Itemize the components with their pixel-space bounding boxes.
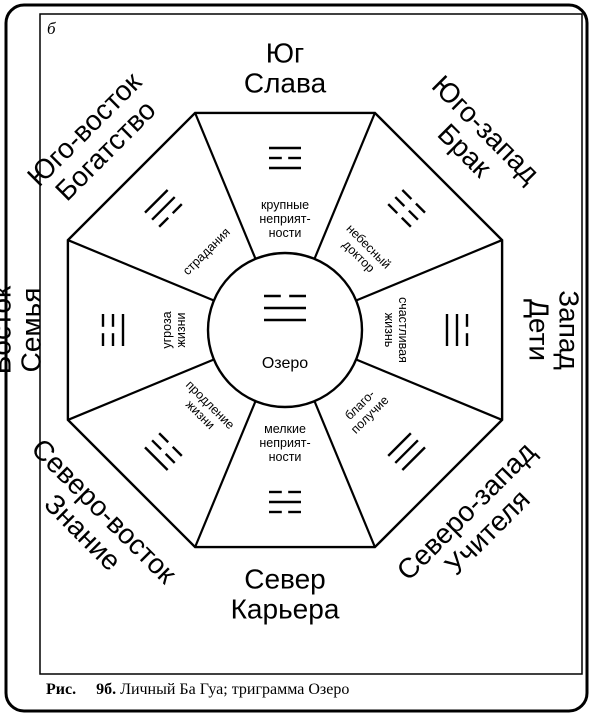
direction-label-south-line: Слава: [244, 68, 327, 99]
trigram-southwest: [387, 189, 426, 228]
caption-prefix: Рис.: [46, 681, 77, 698]
trigram-line-solid: [401, 446, 426, 471]
meaning-label-east: угрозажизни: [160, 311, 188, 348]
caption-text: Личный Ба Гуа; триграмма Озеро: [120, 681, 350, 698]
trigram-line-solid: [144, 446, 169, 471]
caption-number: 9б.: [96, 681, 117, 698]
center-circle-outline: [206, 251, 364, 409]
trigram-line-solid: [387, 432, 412, 457]
trigram-east: [101, 314, 125, 346]
meaning-label-north-line: ности: [269, 450, 302, 464]
center-label: Озеро: [262, 355, 308, 372]
figure-letter: б: [47, 19, 56, 38]
meaning-label-west-line: жизнь: [382, 313, 396, 348]
figure-caption: Рис. 9б. Личный Ба Гуа; триграмма Озеро: [46, 681, 349, 699]
trigram-northwest: [387, 432, 426, 471]
trigram-line-broken: [158, 216, 170, 228]
meaning-label-north-line: неприят-: [259, 436, 310, 450]
direction-label-north-line: Север: [244, 564, 326, 595]
meaning-label-north-line: мелкие: [264, 422, 306, 436]
trigram-line-broken: [408, 209, 419, 221]
direction-label-east-line: Семья: [16, 288, 47, 373]
direction-label-west: ЗападДети: [524, 290, 585, 370]
trigram-north: [269, 490, 301, 514]
trigram-line-broken: [401, 189, 413, 200]
trigram-line-broken: [415, 202, 426, 214]
trigram-line-broken: [151, 439, 162, 451]
direction-label-north-line: Карьера: [231, 594, 340, 625]
spoke-line: [67, 358, 215, 421]
direction-label-east-line: Восток: [0, 285, 17, 374]
spoke-line: [355, 358, 503, 421]
meaning-label-west-line: счастливая: [396, 297, 410, 363]
meaning-label-west: счастливаяжизнь: [382, 297, 410, 363]
spoke-line: [355, 239, 503, 302]
frame-inner-border: [39, 13, 583, 675]
spoke-line: [313, 112, 376, 260]
spoke-line: [194, 112, 257, 260]
meaning-label-east-line: угроза: [160, 311, 174, 348]
trigram-southeast: [144, 189, 183, 228]
sector-west: ЗападДети счастливаяжизнь: [382, 290, 584, 370]
meaning-label-south-line: неприят-: [259, 212, 310, 226]
trigram-line-broken: [158, 432, 170, 444]
trigram-northeast: [144, 432, 183, 471]
spoke-line: [313, 400, 376, 548]
direction-label-west-line: Дети: [524, 299, 555, 361]
trigram-west: [445, 314, 469, 346]
meaning-label-south-line: ности: [269, 226, 302, 240]
spoke-line: [67, 239, 215, 302]
trigram-line-broken: [387, 203, 399, 215]
direction-label-east: ВостокСемья: [0, 285, 47, 374]
trigram-south: [269, 146, 301, 170]
center-circle: Озеро: [206, 251, 364, 409]
trigram-line-solid: [151, 196, 176, 221]
direction-label-south-line: Юг: [266, 38, 305, 69]
trigram-line-broken: [171, 445, 183, 457]
trigram-line-solid: [144, 189, 169, 214]
center-trigram: [264, 294, 306, 322]
trigram-line-broken: [394, 196, 406, 207]
trigram-line-broken: [164, 453, 176, 464]
trigram-line-broken: [400, 216, 412, 228]
trigram-line-broken: [171, 203, 183, 215]
meaning-label-east-line: жизни: [174, 313, 188, 348]
direction-label-west-line: Запад: [554, 290, 585, 370]
sector-east: ВостокСемья угрозажизни: [0, 285, 188, 374]
meaning-label-south-line: крупные: [261, 198, 309, 212]
trigram-line-solid: [394, 439, 419, 464]
spoke-line: [194, 400, 257, 548]
